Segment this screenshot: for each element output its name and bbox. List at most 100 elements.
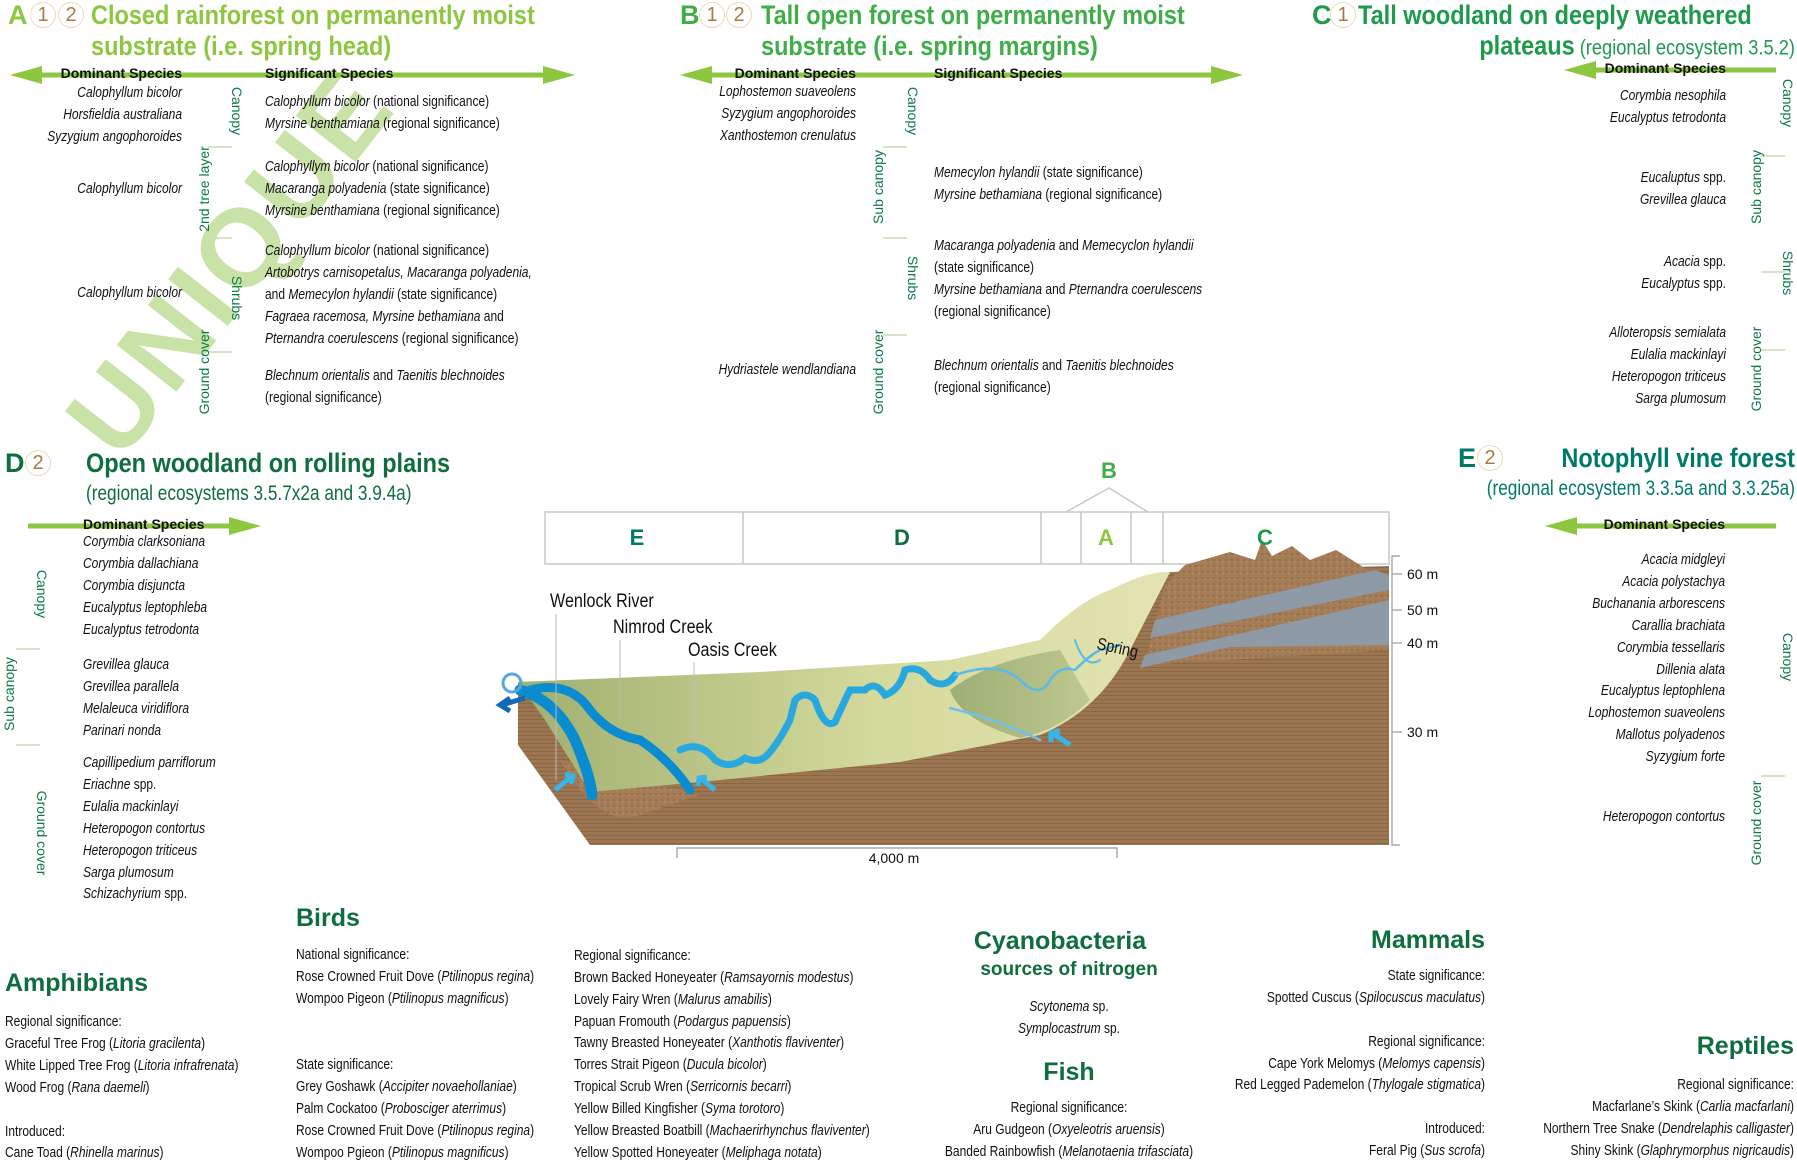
fauna-species-item: Tawny Breasted Honeyeater (Xanthotis fla… [574,1034,844,1052]
italic-text: Ptilinopus regina [441,1122,531,1139]
italic-text: Xanthostemon crenulatus [719,126,856,144]
text: (national significance) [369,242,490,259]
text: (national significance) [369,158,489,175]
region-badge-2: 2 [726,2,752,28]
italic-text: Blechnum orientalis [934,357,1039,374]
text: spp. [161,885,188,903]
text: spp. [1699,253,1726,270]
text: Tall woodland on deeply weathered [1358,0,1752,30]
italic-text: Memecyclon hylandii [1082,237,1194,254]
plain-surface [518,571,1170,792]
text: Cane Toad ( [5,1144,71,1161]
leader-lines [555,614,695,780]
text: ) [1481,1142,1485,1159]
significant-species-item: (regional significance) [934,379,1051,397]
fauna-heading: Introduced: [5,1123,66,1140]
dominant-species-item: Corymbia clarksoniana [83,533,205,551]
dominant-species-header: Dominant Species [83,516,205,532]
fauna-species-item: Tropical Scrub Wren (Serricornis becarri… [574,1078,791,1096]
italic-text: Heteropogon contortus [83,819,206,837]
fauna-species-item: Rose Crowned Fruit Dove (Ptilinopus regi… [296,1122,534,1140]
italic-text: Litoria infrafrenata [137,1057,235,1074]
layer-label-ground-cover: Ground cover [196,329,212,415]
layer-label-ground-cover: Ground cover [870,329,886,415]
significant-species-item: Calophyllym bicolor (national significan… [265,158,488,176]
italic-text: Taenitis blechnoides [396,367,505,384]
fauna-species-item: Cane Toad (Rhinella marinus) [5,1144,164,1162]
text: ) [1160,1121,1165,1138]
significant-species-item: Blechnum orientalis and Taenitis blechno… [265,367,505,385]
italic-text: Taenitis blechnoides [1065,357,1174,374]
italic-text: Sus scrofa [1424,1142,1481,1159]
nimrod-creek [525,683,695,795]
text: ) [1481,1055,1485,1072]
aquifer-layer [1150,570,1389,638]
dominant-species-item: Eucalyptus spp. [1641,275,1726,293]
layer-label-sub-canopy: Sub canopy [1748,150,1764,224]
italic-text: Litoria gracilenta [113,1035,202,1052]
section-subtitle-e: (regional ecosystem 3.3.5a and 3.3.25a) [1486,477,1795,500]
text: Northern Tree Snake ( [1543,1120,1662,1137]
significant-species-item: (regional significance) [265,389,382,407]
italic-text: Rana daemeli [71,1079,146,1096]
italic-text: Oxyeleotris aruensis [1052,1121,1161,1138]
fauna-title-birds: Birds [296,904,360,932]
dominant-species-item: Xanthostemon crenulatus [720,127,856,145]
fauna-species-item: Banded Rainbowfish (Melanotaenia trifasc… [945,1143,1193,1161]
italic-text: Eriachne [83,775,131,793]
italic-text: Syzygium angophoroides [47,127,182,145]
dominant-species-item: Eulalia mackinlayi [83,798,178,816]
zone-label-d: D [894,525,910,550]
text: ) [780,1100,785,1117]
italic-text: Capillipedium parriflorum [83,754,216,771]
dominant-species-item: Grevillea glauca [83,656,169,674]
text: (regional ecosystem 3.5.2) [1574,36,1795,60]
text: ) [530,968,535,985]
text: Graceful Tree Frog ( [5,1035,114,1052]
dominant-species-item: Eucalyptus leptophleba [83,599,207,617]
italic-text: Sarga plumosum [83,863,174,881]
region-badge-1: 1 [1330,2,1356,28]
layer-label-ground-cover: Ground cover [1748,780,1764,866]
text: and [369,367,397,384]
text: sp. [1100,1020,1121,1037]
italic-text: Carallia brachiata [1631,616,1725,634]
fauna-species-item: Yellow Billed Kingfisher (Syma torotoro) [574,1100,784,1118]
section-letter-c: C [1312,0,1332,30]
wenlock-river [514,684,598,801]
italic-text: Sarga plumosum [1635,389,1726,407]
text: (regional significance) [398,329,519,347]
italic-text: Eucalyptus leptophleba [83,598,208,616]
italic-text: Ptilinopus magnificus [391,990,505,1007]
text: ) [1790,1142,1794,1159]
text: Spotted Cuscus ( [1266,989,1359,1006]
fauna-species-item: Wompoo Pgieon (Ptilinopus magnificus) [296,1144,509,1162]
section-title-a: substrate (i.e. spring head) [91,31,391,61]
italic-text: Myrsine benthamiana [265,114,380,132]
significant-species-item: (state significance) [934,259,1034,277]
text: (regional significance) [934,378,1051,396]
section-subtitle-d: (regional ecosystems 3.5.7x2a and 3.9.4a… [86,482,412,505]
fauna-species-item: Brown Backed Honeyeater (Ramsayornis mod… [574,969,853,987]
italic-text: Acacia [1663,253,1700,270]
layer-label-canopy: Canopy [1780,632,1796,682]
aquifer-layer [1140,600,1389,668]
layer-label-sub-canopy: Sub canopy [870,150,886,224]
italic-text: Scytonema [1029,998,1090,1015]
italic-text: Thylogale stigmatica [1371,1076,1481,1093]
fauna-species-item: Rose Crowned Fruit Dove (Ptilinopus regi… [296,968,534,986]
text: Wood Frog ( [5,1079,72,1096]
section-title-a: Closed rainforest on permanently moist [91,0,535,30]
spring-stream [1074,639,1101,664]
text: ) [817,1144,822,1161]
significant-species-item: Myrsine bethamiana and Pternandra coerul… [934,281,1202,299]
outflow-arrow-icon [495,695,526,714]
fauna-species-item: Wompoo Pigeon (Ptilinopus magnificus) [296,990,509,1008]
italic-text: Ptilinopus magnificus [391,1144,505,1161]
fauna-heading: Regional significance: [574,947,691,964]
layer-label-canopy: Canopy [905,86,921,136]
dominant-species-item: Heteropogon triticeus [1612,368,1726,386]
italic-text: Eucalyptus leptophlena [1600,682,1725,700]
cycle-icon [501,672,523,694]
significant-species-item: (regional significance) [934,303,1051,321]
